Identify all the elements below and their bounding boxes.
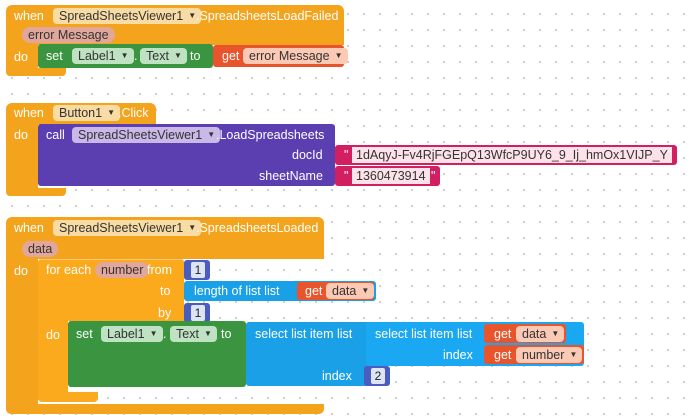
event-block-spreadsheets-loaded[interactable]: when SpreadSheetsViewer1▼ .SpreadsheetsL…	[0, 214, 690, 416]
do-keyword: do	[14, 50, 28, 64]
component-dropdown[interactable]: SpreadSheetsViewer1 ▼	[53, 8, 202, 24]
get-variable-dropdown[interactable]: data▼	[326, 283, 375, 299]
when-keyword: when	[14, 9, 44, 23]
select-outer-label: select list item list	[255, 327, 353, 341]
outer-index-label: index	[322, 369, 352, 383]
to-keyword: to	[160, 284, 171, 298]
chevron-down-icon: ▼	[207, 130, 216, 139]
inner-get-variable-dropdown[interactable]: data▼	[516, 326, 565, 342]
chevron-down-icon: ▼	[569, 350, 578, 359]
event-block-side	[6, 124, 38, 190]
event-block-bottom	[6, 404, 324, 414]
event-block-bottom	[6, 68, 66, 76]
call-keyword: call	[46, 128, 65, 142]
for-each-keyword: for each	[46, 263, 92, 277]
quote-open-icon: "	[344, 169, 349, 183]
for-each-bottom	[38, 392, 98, 402]
quote-close-icon: "	[667, 148, 672, 162]
event-name: .Click	[118, 106, 149, 120]
inner-index-label: index	[443, 348, 473, 362]
chevron-down-icon: ▼	[149, 329, 158, 338]
for-each-side	[38, 320, 68, 400]
chevron-down-icon: ▼	[188, 223, 197, 232]
call-component-dropdown[interactable]: SpreadSheetsViewer1▼	[72, 127, 221, 143]
set-keyword: set	[46, 49, 63, 63]
loop-variable[interactable]: number	[95, 262, 150, 278]
property-dropdown[interactable]: Text▼	[140, 48, 187, 64]
chevron-down-icon: ▼	[120, 51, 129, 60]
event-name: .SpreadsheetsLoadFailed	[196, 9, 339, 23]
chevron-down-icon: ▼	[361, 286, 370, 295]
dot-separator: .	[163, 327, 167, 341]
component-dropdown[interactable]: SpreadSheetsViewer1▼	[53, 220, 202, 236]
from-keyword: from	[147, 263, 172, 277]
quote-close-icon: "	[431, 169, 436, 183]
get-keyword: get	[222, 49, 240, 63]
from-value[interactable]: 1	[191, 262, 205, 278]
outer-index-value[interactable]: 2	[371, 368, 385, 384]
by-keyword: by	[158, 306, 172, 320]
set-keyword: set	[76, 327, 93, 341]
argument-label-sheetname: sheetName	[259, 169, 323, 183]
component-name: SpreadSheetsViewer1	[59, 9, 184, 23]
length-of-list-label: length of list list	[194, 284, 280, 298]
get-variable-dropdown[interactable]: error Message▼	[243, 48, 348, 64]
quote-open-icon: "	[344, 148, 349, 162]
component-dropdown[interactable]: Button1▼	[53, 105, 121, 121]
select-list-item-outer-block[interactable]	[246, 322, 370, 386]
set-to-keyword: to	[221, 327, 232, 341]
event-block-spreadsheets-load-failed[interactable]: when SpreadSheetsViewer1 ▼ .SpreadsheetsL…	[0, 0, 348, 76]
to-keyword: to	[190, 49, 201, 63]
when-keyword: when	[14, 106, 44, 120]
inner-get-keyword: get	[494, 327, 512, 341]
by-value[interactable]: 1	[191, 305, 205, 321]
argument-label-docid: docId	[292, 148, 323, 162]
event-block-bottom	[6, 188, 66, 196]
event-block-side	[6, 258, 38, 408]
property-dropdown[interactable]: Text▼	[170, 326, 217, 342]
event-block-side	[6, 44, 38, 70]
chevron-down-icon: ▼	[174, 51, 182, 60]
docid-value[interactable]: 1dAqyJ-Fv4RjFGEpQ13WfcP9UY6_9_Ij_hmOx1VI…	[352, 147, 672, 163]
target-component-dropdown[interactable]: Label1▼	[101, 326, 163, 342]
select-inner-label: select list item list	[375, 327, 473, 341]
index-get-variable-dropdown[interactable]: number▼	[516, 347, 583, 363]
when-keyword: when	[14, 221, 44, 235]
index-get-keyword: get	[494, 348, 512, 362]
method-name: .LoadSpreadsheets	[216, 128, 325, 142]
do-keyword: do	[14, 128, 28, 142]
chevron-down-icon: ▼	[107, 108, 116, 117]
chevron-down-icon: ▼	[334, 51, 343, 60]
get-keyword: get	[305, 284, 323, 298]
do-keyword: do	[14, 264, 28, 278]
dot-separator: .	[134, 49, 138, 63]
chevron-down-icon: ▼	[551, 329, 560, 338]
target-component-dropdown[interactable]: Label1▼	[72, 48, 134, 64]
event-block-button-click[interactable]: when Button1▼ .Click do call SpreadSheet…	[0, 100, 690, 200]
event-parameter[interactable]: data	[22, 241, 59, 257]
inner-do-keyword: do	[46, 328, 60, 342]
chevron-down-icon: ▼	[204, 329, 212, 338]
event-name: .SpreadsheetsLoaded	[196, 221, 319, 235]
event-parameter[interactable]: error Message	[22, 27, 115, 43]
sheetname-value[interactable]: 1360473914	[352, 168, 430, 184]
chevron-down-icon: ▼	[188, 11, 197, 20]
